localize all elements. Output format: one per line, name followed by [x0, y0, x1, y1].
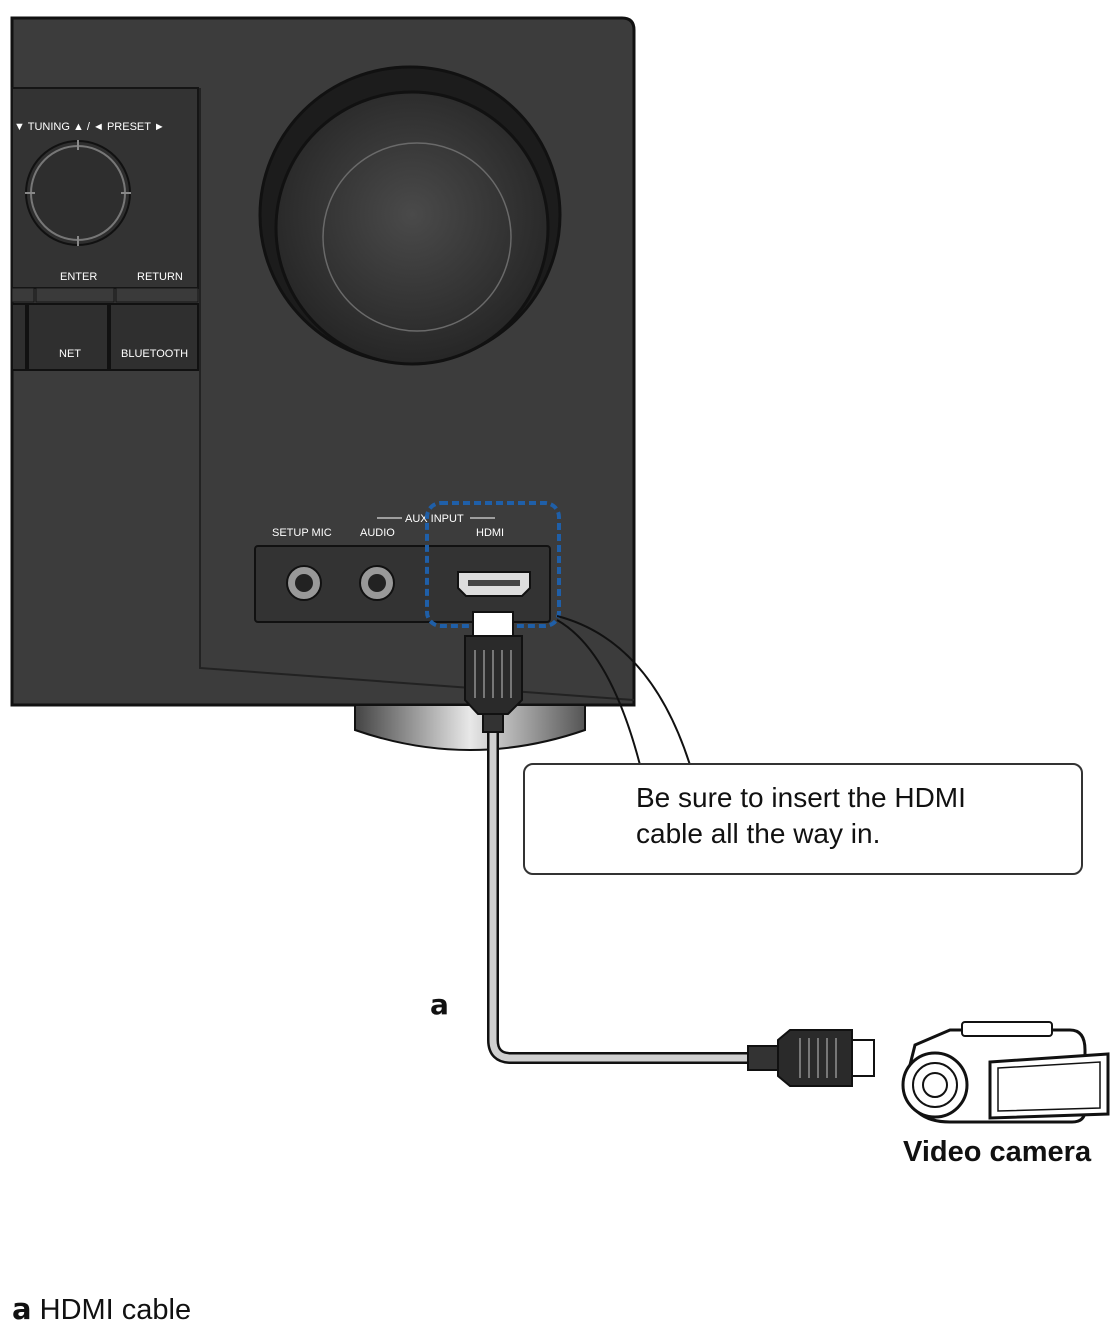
net-label: NET — [59, 348, 81, 360]
aux-input-label: AUX INPUT — [405, 513, 464, 525]
cable-marker: a — [430, 988, 449, 1021]
callout-line-1: Be sure to insert the HDMI — [636, 782, 966, 813]
callout-box — [523, 763, 1083, 875]
callout-leader-left — [556, 619, 641, 766]
button-row-bottom — [11, 303, 199, 371]
hdmi-plug-receiver — [464, 611, 523, 733]
tuning-preset-label: ▼ TUNING ▲ / ◄ PRESET ► — [14, 121, 165, 133]
legend-text: HDMI cable — [31, 1294, 192, 1326]
tuning-dial[interactable] — [25, 140, 131, 246]
aux-input-panel — [254, 517, 551, 623]
legend: a HDMI cable — [12, 1292, 191, 1327]
hdmi-label: HDMI — [476, 527, 504, 539]
bluetooth-button[interactable] — [109, 303, 199, 371]
net-button[interactable] — [27, 303, 109, 371]
audio-jack[interactable] — [359, 565, 395, 601]
video-camera-icon — [901, 1021, 1110, 1124]
hdmi-port[interactable] — [457, 571, 531, 597]
bluetooth-label: BLUETOOTH — [121, 348, 188, 360]
setup-mic-jack[interactable] — [286, 565, 322, 601]
callout-leader-right — [556, 615, 691, 766]
button-row-top — [11, 287, 199, 303]
callout-text: Be sure to insert the HDMI cable all the… — [636, 780, 1056, 852]
setup-mic-label: SETUP MIC — [272, 527, 332, 539]
legend-key: a — [12, 1292, 32, 1326]
enter-label: ENTER — [60, 271, 97, 283]
return-label: RETURN — [137, 271, 183, 283]
video-camera-label: Video camera — [903, 1136, 1092, 1168]
receiver-foot — [354, 704, 586, 751]
audio-label: AUDIO — [360, 527, 395, 539]
callout-line-2: cable all the way in. — [636, 818, 881, 849]
hdmi-cable — [487, 730, 755, 1064]
hdmi-plug-camera — [747, 1029, 875, 1087]
volume-knob[interactable] — [258, 65, 562, 366]
